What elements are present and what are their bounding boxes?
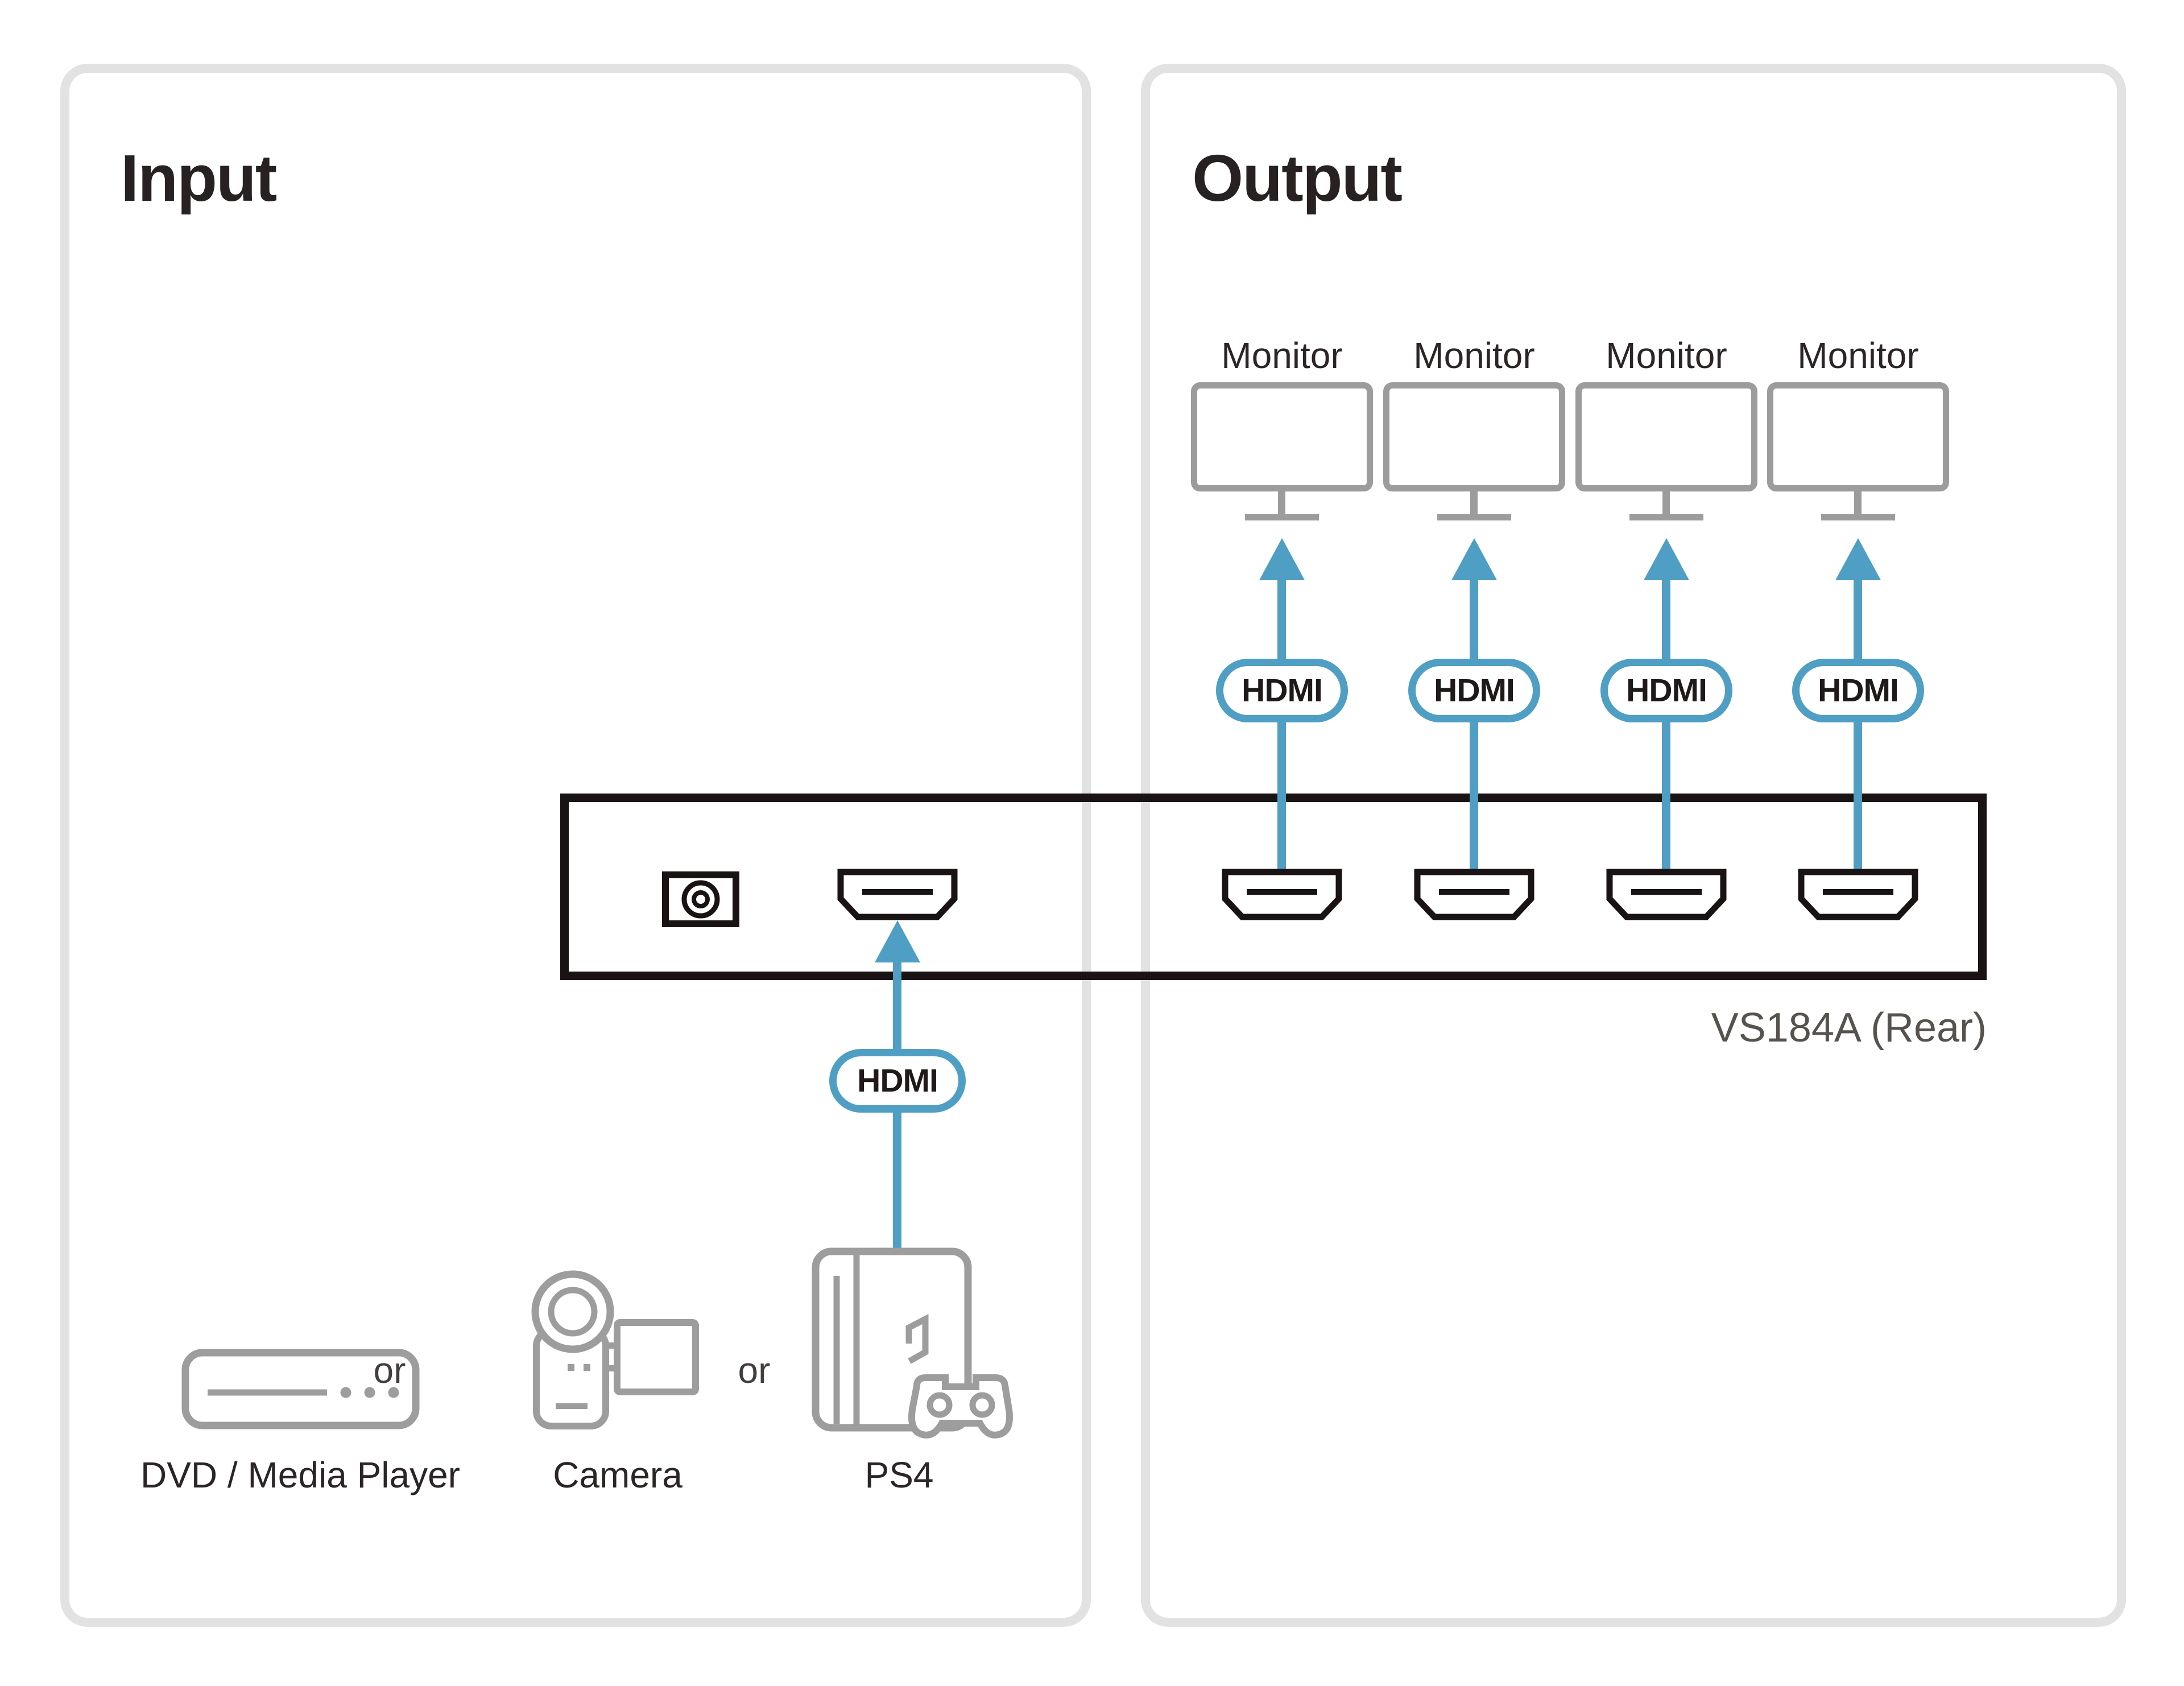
hdmi-badge: HDMI: [1600, 659, 1732, 722]
input-panel-title: Input: [121, 141, 277, 215]
input-panel: [60, 64, 1091, 1627]
monitor-stand-base: [1821, 514, 1895, 520]
monitor-stand-base: [1437, 514, 1511, 520]
device-model-label: VS184A (Rear): [1711, 1005, 1987, 1051]
arrow-up-icon: [875, 920, 920, 962]
monitor-stand-stem: [1854, 491, 1862, 515]
or-separator: or: [738, 1350, 771, 1391]
hdmi-cable-lines: [875, 538, 1881, 1255]
arrow-up-icon: [1259, 538, 1305, 580]
output-panel: [1141, 64, 2126, 1627]
dvd-player-label: DVD / Media Player: [140, 1454, 460, 1495]
hdmi-badge-label: HDMI: [1434, 672, 1515, 709]
hdmi-output-port-icon: [1222, 869, 1918, 920]
ps4-label: PS4: [864, 1454, 934, 1495]
monitor-icon: [1383, 382, 1565, 491]
monitor-stand-base: [1245, 514, 1319, 520]
monitor-icon: [1575, 382, 1757, 491]
arrow-up-icon: [1835, 538, 1881, 580]
monitor-label: Monitor: [1413, 335, 1535, 376]
power-port-icon: [662, 871, 739, 927]
gamepad-icon: [908, 1374, 1013, 1439]
hdmi-badge-label: HDMI: [1818, 672, 1899, 709]
camera-icon: [531, 1270, 699, 1429]
monitor-label: Monitor: [1221, 335, 1343, 376]
monitor-stand-stem: [1470, 491, 1478, 515]
vs184a-device-box: [560, 794, 1987, 980]
hdmi-badge-label: HDMI: [1242, 672, 1323, 709]
monitor-stand-stem: [1278, 491, 1285, 515]
output-panel-title: Output: [1192, 141, 1403, 215]
monitor-label: Monitor: [1606, 335, 1727, 376]
arrow-up-icon: [1451, 538, 1497, 580]
hdmi-badge-input: HDMI: [829, 1049, 966, 1113]
monitor-icon: [1767, 382, 1949, 491]
hdmi-badge: HDMI: [1216, 659, 1348, 722]
hdmi-input-port-icon: [837, 869, 958, 920]
hdmi-badge-label: HDMI: [1626, 672, 1707, 709]
monitor-icon: [1191, 382, 1373, 491]
hdmi-badge-label: HDMI: [857, 1063, 938, 1099]
or-separator: or: [373, 1350, 406, 1391]
camera-label: Camera: [553, 1454, 682, 1495]
ps4-console-icon: [812, 1247, 1013, 1439]
monitor-stand-stem: [1662, 491, 1670, 515]
hdmi-badge: HDMI: [1408, 659, 1540, 722]
hdmi-badge: HDMI: [1792, 659, 1924, 722]
dvd-player-icon: [181, 1349, 420, 1429]
monitor-stand-base: [1629, 514, 1703, 520]
monitor-label: Monitor: [1797, 335, 1919, 376]
arrow-up-icon: [1644, 538, 1689, 580]
ps-logo-glyph: [905, 1313, 929, 1364]
